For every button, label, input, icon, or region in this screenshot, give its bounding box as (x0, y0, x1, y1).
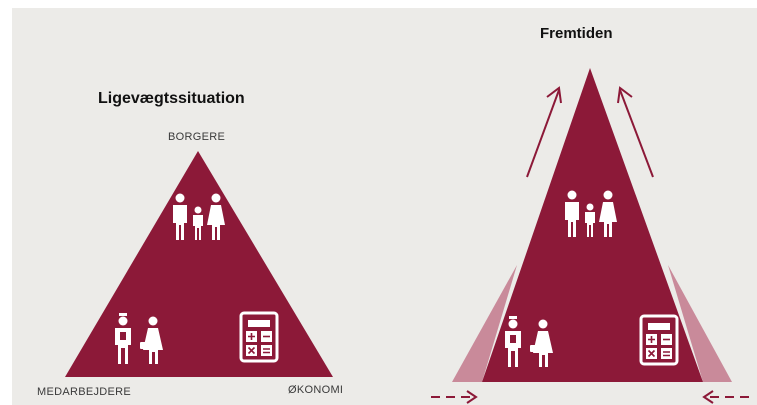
arrow-in-right (702, 390, 749, 404)
right-right-wedge (668, 265, 732, 382)
arrow-up-right (617, 86, 654, 178)
arrow-up-left (526, 86, 562, 178)
right-diagram-title: Fremtiden (540, 25, 613, 42)
economy-label: ØKONOMI (288, 384, 344, 396)
right-left-wedge (452, 265, 517, 382)
employees-label: MEDARBEJDERE (37, 386, 132, 398)
arrow-in-left (431, 390, 478, 404)
left-triangle (65, 151, 333, 377)
citizens-label: BORGERE (168, 131, 226, 143)
left-diagram-title: Ligevægtssituation (98, 90, 245, 107)
